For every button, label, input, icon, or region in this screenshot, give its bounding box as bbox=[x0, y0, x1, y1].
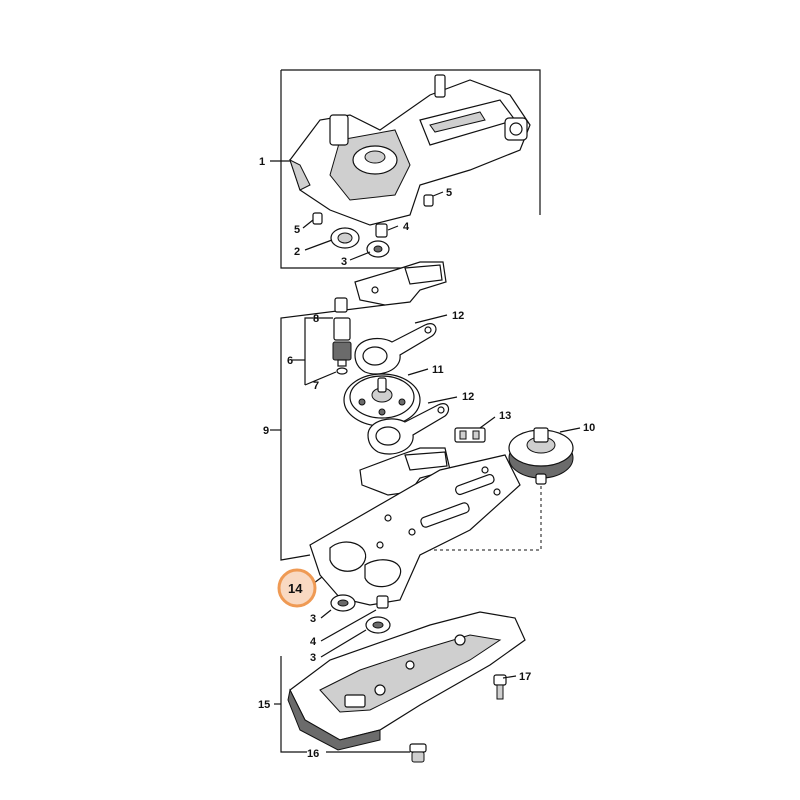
label-10: 10 bbox=[583, 422, 595, 434]
label-12-a: 12 bbox=[452, 310, 464, 322]
label-7: 7 bbox=[313, 380, 319, 392]
label-17: 17 bbox=[519, 671, 531, 683]
gasket bbox=[309, 454, 521, 606]
label-11: 11 bbox=[432, 364, 444, 376]
lever-upper bbox=[354, 323, 437, 375]
label-4-b: 4 bbox=[310, 636, 317, 648]
lever-lower bbox=[367, 403, 450, 455]
drive-gear bbox=[508, 427, 574, 485]
upper-cover-plate bbox=[354, 261, 447, 306]
label-12-b: 12 bbox=[462, 391, 474, 403]
plug bbox=[326, 743, 427, 763]
highlight-marker bbox=[277, 568, 317, 608]
label-13: 13 bbox=[499, 410, 511, 422]
label-15: 15 bbox=[258, 699, 270, 711]
label-3-c: 3 bbox=[310, 652, 316, 664]
lower-leader-lines bbox=[274, 609, 377, 753]
base-housing bbox=[287, 611, 526, 751]
label-9: 9 bbox=[263, 425, 269, 437]
label-4-a: 4 bbox=[403, 221, 410, 233]
spur-gear bbox=[343, 373, 421, 427]
middle-leader-lines bbox=[407, 314, 581, 433]
label-3-a: 3 bbox=[341, 256, 347, 268]
middle-bracket bbox=[270, 304, 386, 561]
label-14: 14 bbox=[288, 581, 303, 596]
pinion-shaft bbox=[332, 297, 352, 375]
label-8: 8 bbox=[313, 313, 319, 325]
lower-cover-plate bbox=[359, 447, 451, 496]
top-small-parts bbox=[312, 194, 434, 258]
pinion-brackets bbox=[292, 317, 337, 386]
label-16: 16 bbox=[307, 748, 319, 760]
lower-small-parts bbox=[330, 594, 391, 634]
label-1: 1 bbox=[259, 156, 265, 168]
gearbox-housing-group bbox=[280, 69, 541, 269]
top-leader-lines bbox=[270, 160, 444, 261]
label-5-a: 5 bbox=[294, 224, 300, 236]
clip bbox=[454, 427, 486, 443]
label-5-b: 5 bbox=[446, 187, 452, 199]
label-2: 2 bbox=[294, 246, 300, 258]
part-labels: 1 5 2 3 4 5 8 12 6 11 7 12 13 9 10 14 3 … bbox=[258, 156, 595, 760]
screw bbox=[493, 674, 517, 700]
label-3-b: 3 bbox=[310, 613, 316, 625]
label-6: 6 bbox=[287, 355, 293, 367]
